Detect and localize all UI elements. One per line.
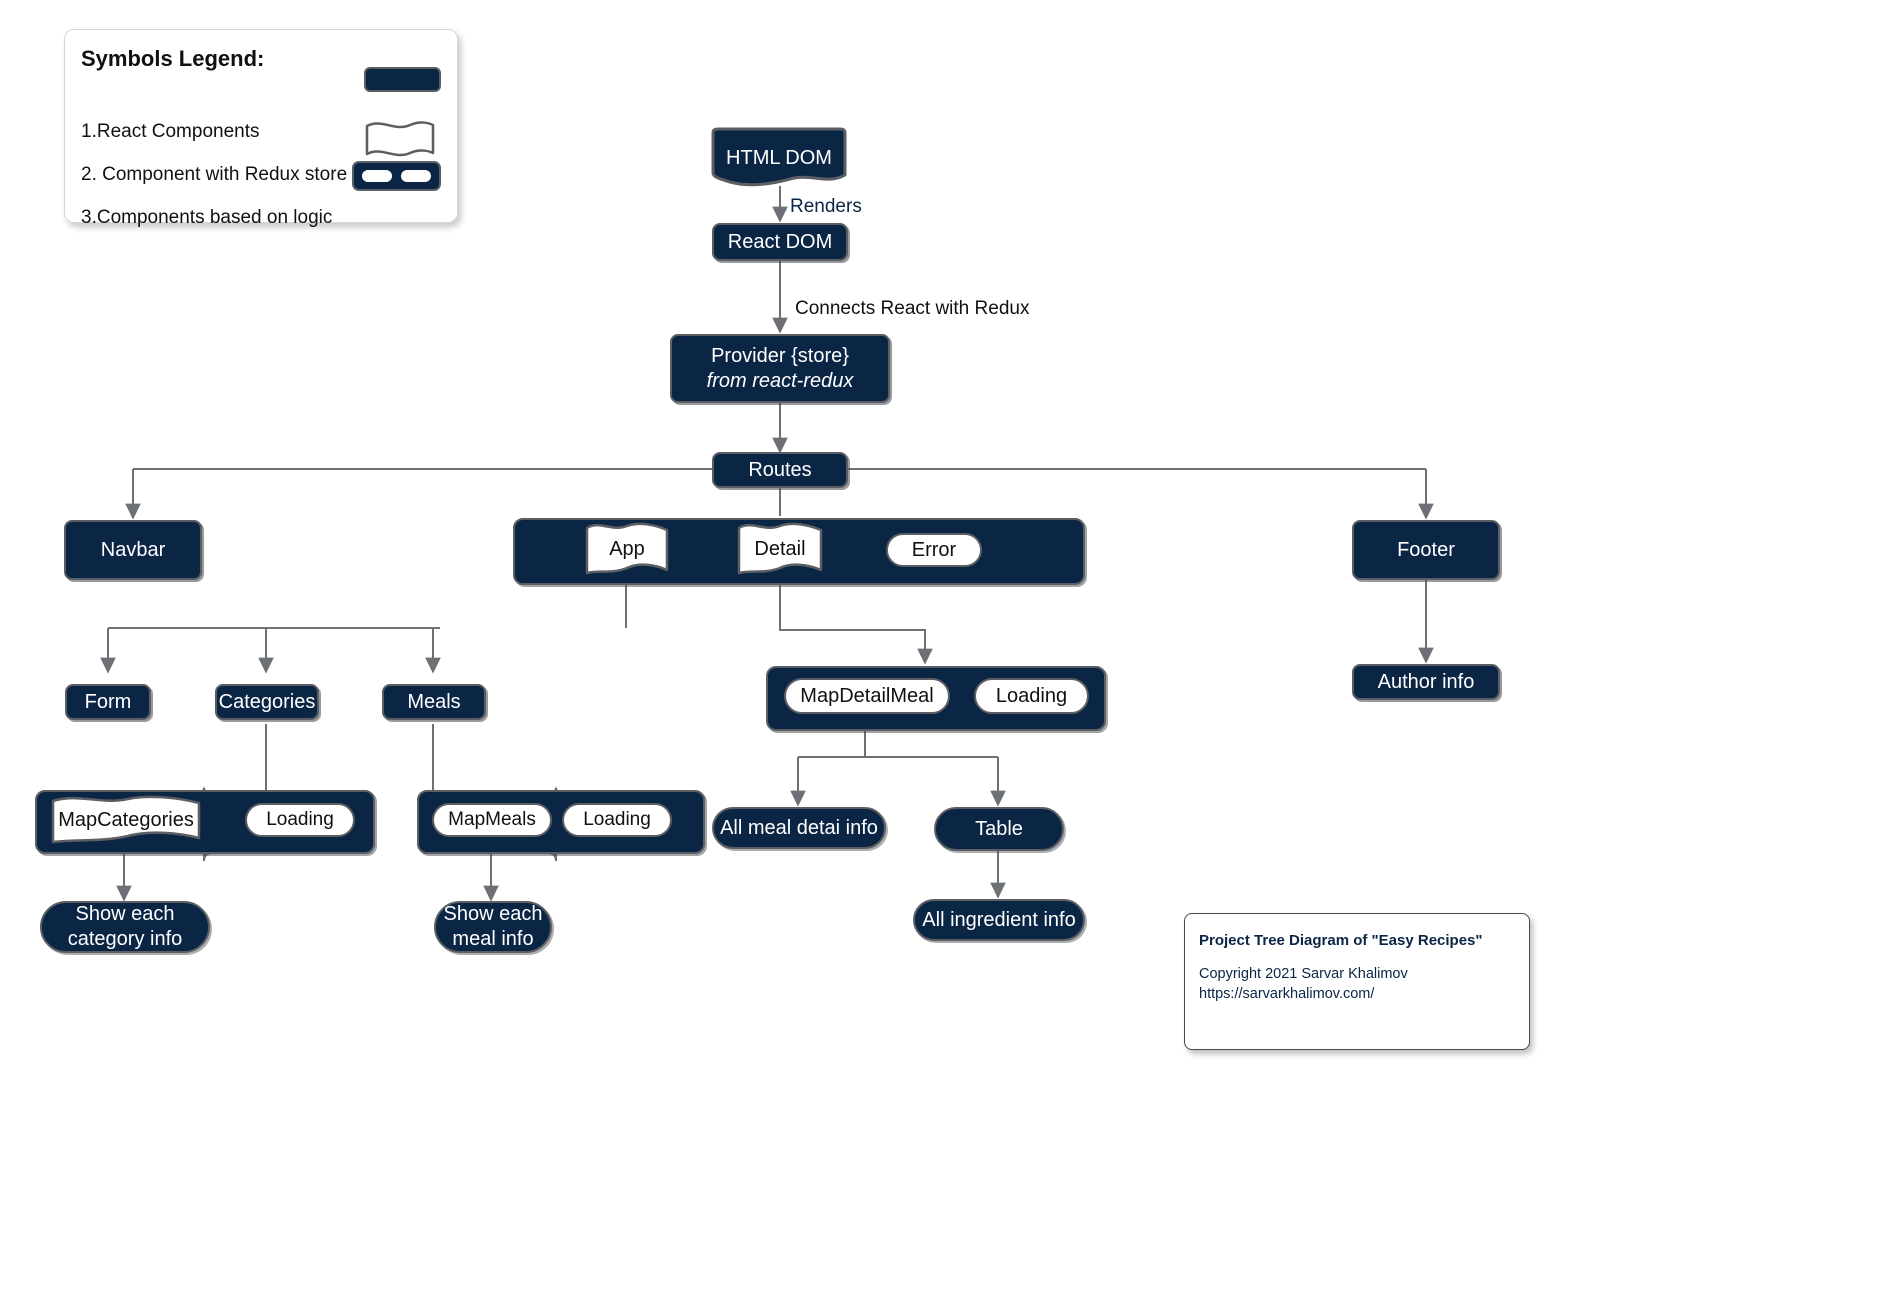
- node-provider-line2: from react-redux: [706, 369, 854, 392]
- node-provider-store[interactable]: Provider {store} from react-redux: [670, 334, 890, 403]
- node-all-meal-detail-info-label: All meal detai info: [720, 816, 878, 839]
- node-author-info[interactable]: Author info: [1352, 664, 1500, 700]
- credit-copyright: Copyright 2021 Sarvar Khalimov: [1199, 966, 1408, 982]
- node-map-categories-label: MapCategories: [58, 808, 194, 831]
- node-table-label: Table: [975, 817, 1023, 840]
- node-all-meal-detail-info[interactable]: All meal detai info: [712, 807, 886, 849]
- node-app-label: App: [609, 538, 645, 560]
- node-author-info-label: Author info: [1377, 670, 1475, 693]
- legend-title: Symbols Legend:: [81, 46, 265, 71]
- node-all-ingredient-info-label: All ingredient info: [922, 908, 1076, 931]
- node-categories[interactable]: Categories: [215, 684, 319, 720]
- node-meals-label: Meals: [407, 690, 461, 713]
- rounded-rect-dark-icon: [364, 67, 441, 92]
- node-loading-meals[interactable]: Loading: [562, 803, 672, 837]
- node-navbar[interactable]: Navbar: [64, 520, 202, 580]
- edge-detail-mapdetailmeal: [779, 580, 933, 665]
- node-form-label: Form: [84, 690, 132, 713]
- node-show-each-meal-info[interactable]: Show each meal info: [434, 901, 552, 953]
- wave-outline-icon: [365, 120, 435, 160]
- node-error[interactable]: Error: [886, 533, 982, 567]
- node-map-detail-meal-label: MapDetailMeal: [800, 684, 934, 707]
- node-map-detail-meal[interactable]: MapDetailMeal: [784, 678, 950, 714]
- node-map-meals[interactable]: MapMeals: [432, 803, 552, 837]
- node-meals[interactable]: Meals: [382, 684, 486, 720]
- node-map-categories[interactable]: MapCategories: [50, 794, 202, 846]
- node-show-each-meal-info-line1: Show each: [443, 903, 543, 925]
- node-table[interactable]: Table: [934, 807, 1064, 851]
- credit-url: https://sarvarkhalimov.com/: [1199, 986, 1375, 1002]
- node-html-dom[interactable]: HTML DOM: [710, 127, 848, 189]
- credit-card: Project Tree Diagram of "Easy Recipes" C…: [1184, 913, 1530, 1050]
- node-app[interactable]: App: [584, 521, 670, 578]
- edge-label-renders: Renders: [790, 196, 862, 217]
- node-loading-categories[interactable]: Loading: [245, 803, 355, 837]
- node-navbar-label: Navbar: [100, 538, 166, 561]
- node-loading-detail-label: Loading: [995, 684, 1068, 707]
- credit-title: Project Tree Diagram of "Easy Recipes": [1199, 932, 1483, 949]
- node-loading-categories-label: Loading: [266, 809, 334, 831]
- node-show-each-meal-info-line2: meal info: [452, 928, 534, 950]
- node-detail[interactable]: Detail: [736, 521, 824, 578]
- node-routes[interactable]: Routes: [712, 452, 848, 488]
- node-routes-label: Routes: [748, 458, 812, 481]
- node-show-each-category-info-line2: category info: [67, 928, 183, 950]
- edge-label-connects: Connects React with Redux: [795, 298, 1030, 319]
- node-html-dom-label: HTML DOM: [726, 146, 832, 169]
- node-loading-meals-label: Loading: [583, 809, 651, 831]
- node-form[interactable]: Form: [65, 684, 151, 720]
- node-detail-label: Detail: [754, 538, 806, 560]
- node-show-each-category-info[interactable]: Show each category info: [40, 901, 210, 953]
- node-loading-detail[interactable]: Loading: [974, 678, 1089, 714]
- node-categories-label: Categories: [218, 690, 316, 713]
- container-with-two-pills-icon: [352, 161, 441, 191]
- node-provider-line1: Provider {store}: [711, 344, 849, 367]
- node-error-label: Error: [911, 538, 957, 561]
- node-react-dom-label: React DOM: [727, 230, 833, 253]
- node-footer-label: Footer: [1397, 538, 1455, 561]
- legend-item-1: 1.React Components: [81, 121, 260, 142]
- node-show-each-category-info-line1: Show each: [75, 903, 175, 925]
- node-map-meals-label: MapMeals: [448, 809, 536, 831]
- legend-item-3: 3.Components based on logic: [81, 207, 333, 228]
- node-react-dom[interactable]: React DOM: [712, 223, 848, 261]
- symbols-legend: Symbols Legend: 1.React Components 2. Co…: [64, 29, 458, 228]
- legend-item-2: 2. Component with Redux store: [81, 164, 348, 185]
- node-all-ingredient-info[interactable]: All ingredient info: [913, 899, 1085, 941]
- node-footer[interactable]: Footer: [1352, 520, 1500, 580]
